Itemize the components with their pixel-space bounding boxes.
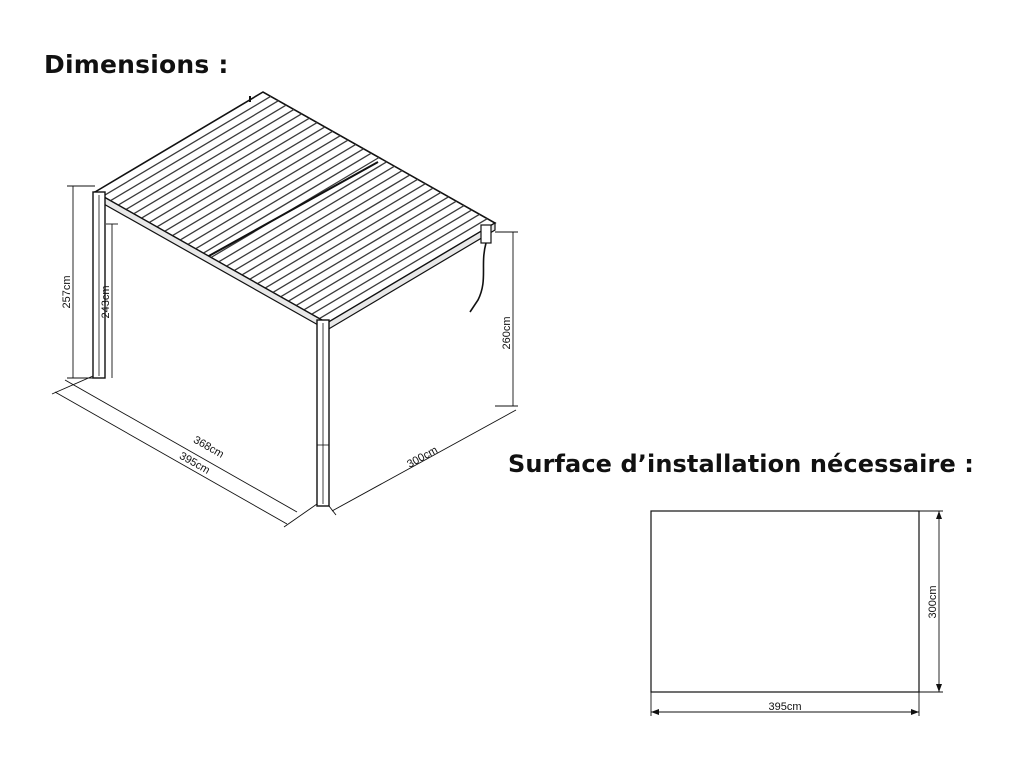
label-depth: 300cm — [405, 444, 440, 470]
roof-slat — [110, 100, 279, 202]
roof-slat — [249, 178, 418, 280]
roof-slat — [257, 183, 426, 285]
roof-slat — [226, 165, 395, 267]
roof-slat — [202, 152, 372, 254]
label-total-height: 260cm — [501, 316, 513, 349]
roof-slat — [218, 161, 388, 263]
label-clearance: 243cm — [100, 285, 112, 318]
roof-slat — [102, 95, 272, 197]
footprint-rect — [650, 510, 920, 693]
roof-slat — [172, 135, 341, 237]
label-post-height: 257cm — [61, 275, 73, 308]
roof-slat — [311, 213, 480, 315]
roof-slat — [280, 196, 449, 298]
roof-slat — [141, 117, 310, 219]
roof-slat — [233, 170, 403, 272]
roof-slat — [125, 108, 295, 211]
roof-slat — [117, 104, 287, 206]
footprint-label-width: 395cm — [768, 701, 801, 713]
roof-slat — [264, 187, 434, 289]
roof-slat — [272, 191, 442, 293]
pergola-roof — [93, 91, 497, 332]
roof-slat — [241, 174, 411, 276]
roof-slat — [295, 204, 465, 307]
roof-slat — [156, 126, 326, 228]
surface-heading: Surface d’installation nécessaire : — [508, 450, 974, 478]
dimensions-heading: Dimensions : — [44, 50, 229, 79]
pergola-posts — [92, 191, 492, 507]
roof-slat — [288, 200, 457, 302]
roof-slat — [133, 113, 302, 215]
roof-slat — [303, 209, 473, 311]
roof-slat — [164, 130, 333, 232]
footprint-label-depth: 300cm — [927, 585, 939, 618]
roof-slat — [179, 139, 349, 241]
roof-slat — [318, 218, 488, 320]
dimension-lines — [51, 185, 518, 528]
roof-slat — [195, 148, 364, 250]
roof-slat — [187, 143, 357, 245]
roof-slat — [148, 122, 318, 224]
footprint-diagram: 300cm 395cm — [650, 510, 943, 716]
